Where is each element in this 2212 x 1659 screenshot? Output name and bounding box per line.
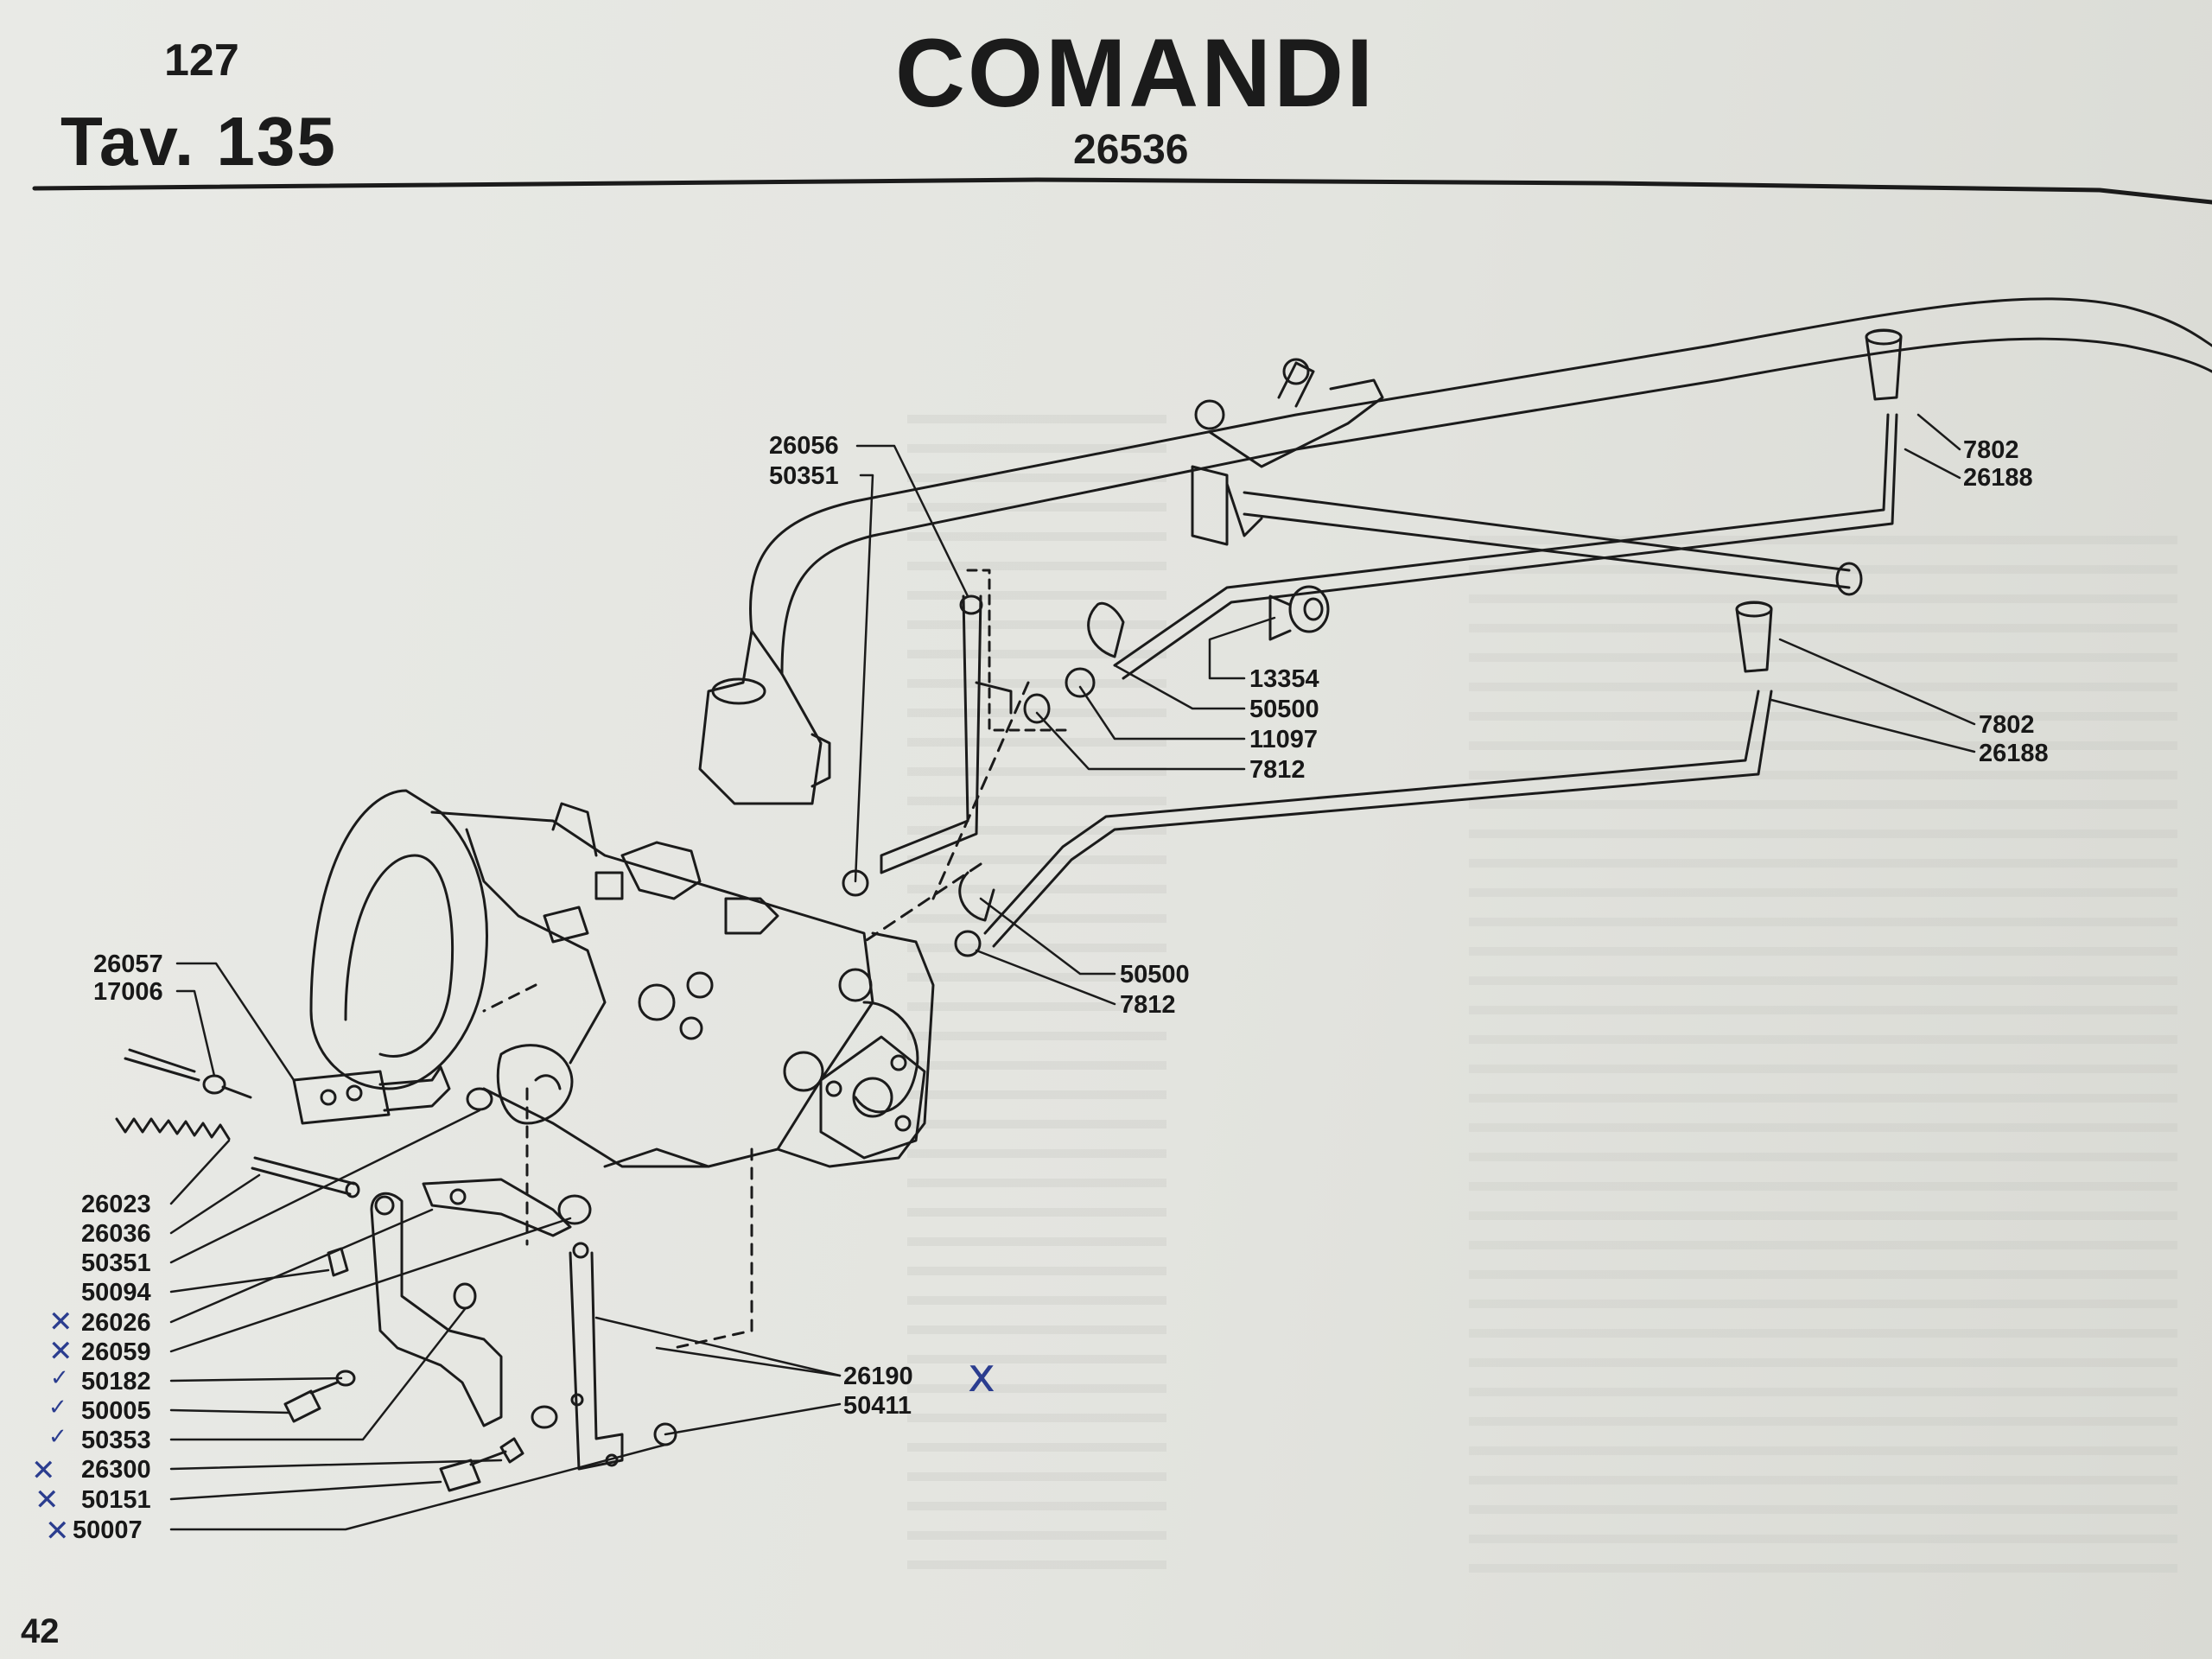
label-11097: 11097 bbox=[1249, 726, 1319, 753]
label-26023: 26023 bbox=[81, 1191, 151, 1218]
bolt-large bbox=[439, 1459, 481, 1492]
bar-clamp bbox=[1208, 378, 1384, 468]
label-50007: 50007 bbox=[73, 1516, 143, 1544]
spring bbox=[115, 1117, 231, 1141]
pen-mark: ✕ bbox=[45, 1514, 70, 1548]
bracket-plate bbox=[292, 1070, 391, 1125]
label-26026: 26026 bbox=[81, 1309, 151, 1337]
pen-mark: ✕ bbox=[48, 1334, 73, 1369]
page-number: 42 bbox=[21, 1612, 60, 1650]
pen-mark: ✓ bbox=[48, 1424, 67, 1450]
bleed-through-text bbox=[1469, 536, 2177, 1590]
table-number: 127 bbox=[164, 35, 239, 86]
label-26056: 26056 bbox=[769, 432, 839, 460]
label-13354: 13354 bbox=[1249, 665, 1319, 693]
label-50411: 50411 bbox=[843, 1392, 912, 1420]
handlebar-frame bbox=[749, 297, 2212, 632]
pen-mark: ✕ bbox=[31, 1453, 56, 1488]
tie-rod bbox=[1243, 491, 1851, 572]
header-rule bbox=[32, 177, 2212, 205]
washer bbox=[1023, 693, 1051, 724]
label-26057: 26057 bbox=[93, 950, 163, 978]
label-50500-upper: 50500 bbox=[1249, 696, 1319, 723]
pen-mark: ✓ bbox=[48, 1395, 67, 1421]
label-50500-lower: 50500 bbox=[1120, 961, 1190, 988]
pedal-bolt bbox=[283, 1389, 321, 1423]
pen-mark: ✕ bbox=[48, 1305, 73, 1339]
pen-mark: ✕ bbox=[35, 1483, 60, 1517]
group-code: 26536 bbox=[1073, 127, 1189, 173]
label-50353: 50353 bbox=[81, 1427, 151, 1454]
label-50182: 50182 bbox=[81, 1368, 151, 1395]
lower-lever-rod bbox=[983, 690, 1760, 935]
label-26300: 26300 bbox=[81, 1456, 151, 1484]
shift-shaft bbox=[569, 1251, 624, 1471]
pen-mark: ✓ bbox=[50, 1365, 69, 1391]
label-26188-lower: 26188 bbox=[1979, 740, 2049, 767]
label-7802-lower: 7802 bbox=[1979, 711, 2035, 739]
label-50005: 50005 bbox=[81, 1397, 151, 1425]
shift-fork bbox=[422, 1178, 572, 1237]
cable-end bbox=[124, 1057, 200, 1082]
label-50151: 50151 bbox=[81, 1486, 151, 1514]
split-pin-lower bbox=[958, 871, 995, 922]
label-7802-upper: 7802 bbox=[1963, 436, 2019, 464]
label-7812-lower: 7812 bbox=[1120, 991, 1176, 1019]
label-26036: 26036 bbox=[81, 1220, 151, 1248]
bushing bbox=[1288, 585, 1330, 633]
label-50351-top: 50351 bbox=[769, 462, 839, 490]
seal-ring bbox=[466, 1087, 493, 1111]
bleed-through-column bbox=[907, 415, 1166, 1590]
page-title: COMANDI bbox=[895, 19, 1376, 127]
gearbox-housing bbox=[309, 789, 935, 1168]
label-50094: 50094 bbox=[81, 1279, 151, 1306]
leader-lines bbox=[169, 413, 1976, 1531]
pedal-lever bbox=[370, 1192, 503, 1427]
label-50351-left: 50351 bbox=[81, 1249, 151, 1277]
label-17006: 17006 bbox=[93, 978, 163, 1006]
central-lever bbox=[880, 594, 982, 874]
upper-lever-rod bbox=[1113, 413, 1890, 667]
label-26190: 26190 bbox=[843, 1363, 913, 1390]
spacer bbox=[453, 1282, 477, 1310]
table-label: Tav. 135 bbox=[60, 103, 337, 180]
label-26059: 26059 bbox=[81, 1338, 151, 1366]
label-26188-upper: 26188 bbox=[1963, 464, 2033, 492]
label-7812-upper: 7812 bbox=[1249, 756, 1306, 784]
split-pin-upper bbox=[1087, 601, 1125, 658]
handwritten-x: x bbox=[968, 1348, 995, 1402]
